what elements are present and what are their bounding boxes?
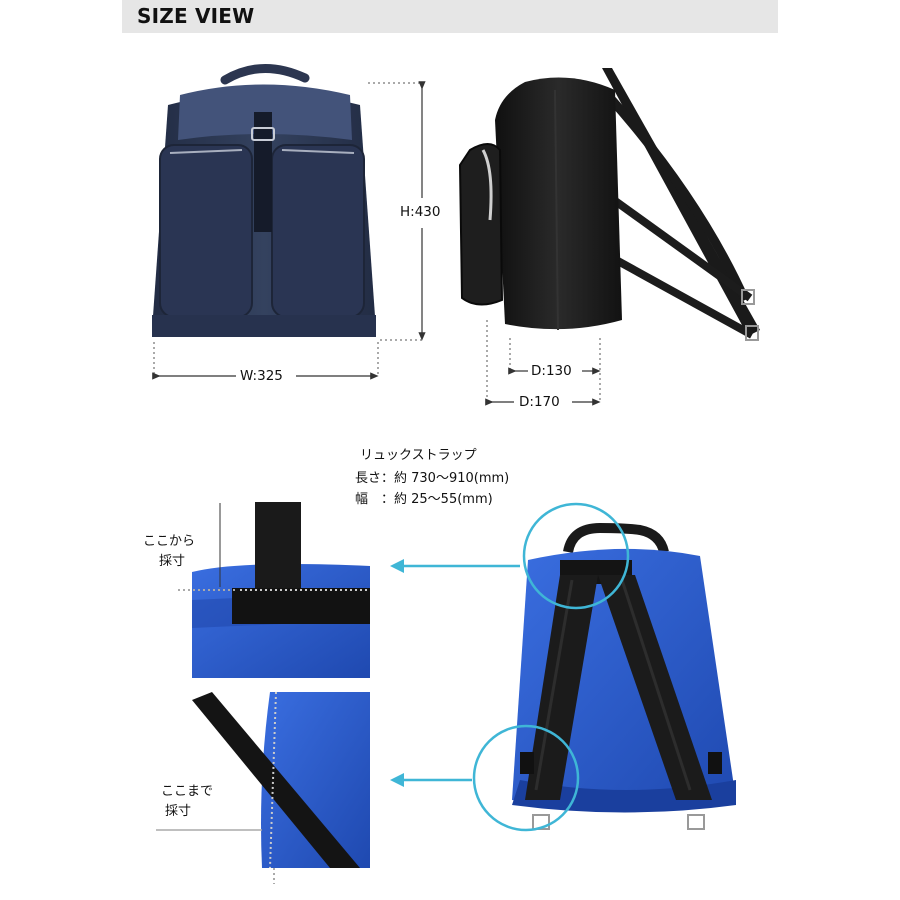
blue-backpack-back xyxy=(512,522,736,830)
measure-to-line1: ここまで xyxy=(161,784,214,799)
height-label: H:430 xyxy=(400,204,441,220)
strap-title: リュックストラップ xyxy=(360,448,477,463)
depth-inner-label: D:130 xyxy=(531,363,572,379)
measure-to-line2: 採寸 xyxy=(165,804,192,819)
width-dimension xyxy=(152,342,379,380)
strap-width: 幅 ：約 25〜55(mm) xyxy=(355,492,493,507)
strap-length: 長さ：約 730〜910(mm) xyxy=(355,471,510,486)
measure-from-line2: 採寸 xyxy=(159,554,186,569)
height-dimension xyxy=(368,81,426,341)
black-backpack-side xyxy=(458,68,760,341)
measure-from-line1: ここから xyxy=(143,534,196,549)
strap-top-detail xyxy=(192,502,370,678)
highlight-callouts xyxy=(390,502,630,832)
width-label: W:325 xyxy=(240,368,283,384)
navy-backpack-front xyxy=(152,64,376,337)
depth-outer-label: D:170 xyxy=(519,394,560,410)
section-title: SIZE VIEW xyxy=(137,4,255,28)
section-header: SIZE VIEW xyxy=(122,0,778,33)
depth-dimensions xyxy=(485,320,601,406)
strap-bottom-detail xyxy=(192,692,370,868)
